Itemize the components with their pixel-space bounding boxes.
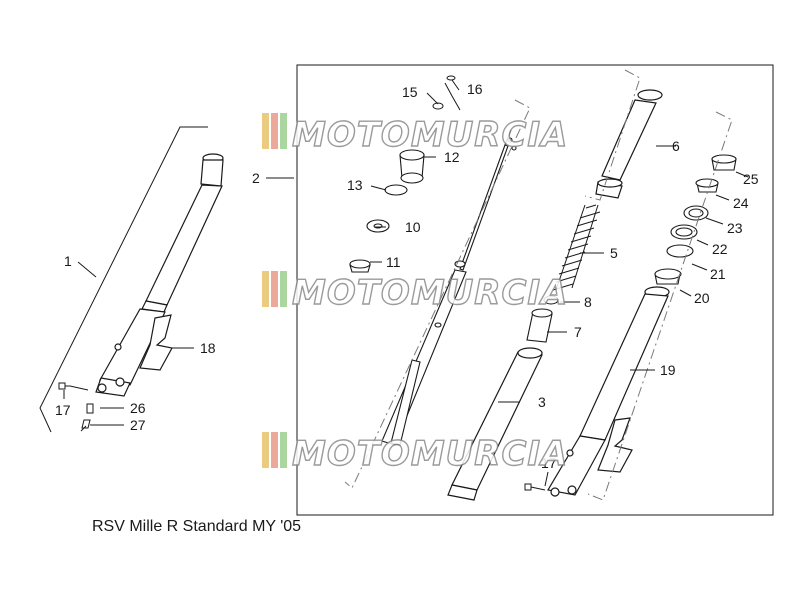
top-cap-stack — [349, 149, 425, 273]
callout-26: 26 — [130, 400, 146, 416]
spacer-tube — [526, 295, 559, 343]
watermark-text: MOTOMURCIA — [292, 434, 568, 474]
callout-27: 27 — [130, 417, 146, 433]
watermark-text: MOTOMURCIA — [292, 273, 568, 313]
watermark-top: MOTOMURCIA — [262, 113, 568, 156]
upper-tube-axis — [584, 69, 641, 201]
right-bolt — [524, 483, 546, 491]
callout-17-left: 17 — [55, 402, 71, 418]
watermark-stripe — [271, 113, 278, 149]
watermark-stripe — [280, 113, 287, 149]
outer-leg — [547, 286, 670, 497]
callout-19: 19 — [660, 362, 676, 378]
callout-21: 21 — [710, 266, 726, 282]
callout-24: 24 — [733, 195, 749, 211]
diagram-caption: RSV Mille R Standard MY '05 — [92, 518, 302, 535]
callout-6: 6 — [672, 138, 680, 154]
fork-spring — [552, 204, 601, 291]
cartridge-axis — [344, 99, 531, 489]
inner-tube — [447, 347, 543, 501]
callout-12: 12 — [444, 149, 460, 165]
callout-20: 20 — [694, 290, 710, 306]
callout-10: 10 — [405, 219, 421, 235]
watermark-stripe — [280, 432, 287, 468]
callout-1: 1 — [64, 253, 72, 269]
left-small-parts — [58, 382, 94, 432]
outer-tube-upper — [595, 89, 663, 199]
watermark-text: MOTOMURCIA — [292, 115, 568, 155]
watermark-stripe — [262, 113, 269, 149]
watermark-stripe — [262, 432, 269, 468]
seal-axis — [587, 111, 733, 501]
fork-leg-complete — [95, 153, 224, 397]
callout-23: 23 — [727, 220, 743, 236]
callout-18: 18 — [200, 340, 216, 356]
callout-8: 8 — [584, 294, 592, 310]
callout-16: 16 — [467, 81, 483, 97]
watermark-bottom: MOTOMURCIA — [262, 432, 568, 475]
cap-parts — [432, 75, 461, 111]
callout-3: 3 — [538, 394, 546, 410]
callout-15: 15 — [402, 84, 418, 100]
assembly-bracket — [39, 126, 208, 433]
callout-17-right: 17 — [541, 455, 557, 471]
watermark-middle: MOTOMURCIA — [262, 271, 568, 314]
callout-22: 22 — [712, 241, 728, 257]
callout-25: 25 — [743, 171, 759, 187]
seal-stack — [654, 154, 737, 285]
damper-cartridge — [381, 129, 517, 446]
callout-labels: 1 2 3 5 6 7 8 10 11 12 13 15 16 17 17 18… — [55, 81, 759, 471]
callout-7: 7 — [574, 324, 582, 340]
callout-13: 13 — [347, 177, 363, 193]
watermark-stripe — [271, 432, 278, 468]
watermark-stripe — [280, 271, 287, 307]
watermark-stripe — [271, 271, 278, 307]
callout-11: 11 — [386, 254, 401, 270]
detail-frame — [296, 64, 774, 516]
callout-2: 2 — [252, 170, 260, 186]
callout-5: 5 — [610, 245, 618, 261]
watermark-stripe — [262, 271, 269, 307]
leader-lines — [63, 79, 749, 487]
